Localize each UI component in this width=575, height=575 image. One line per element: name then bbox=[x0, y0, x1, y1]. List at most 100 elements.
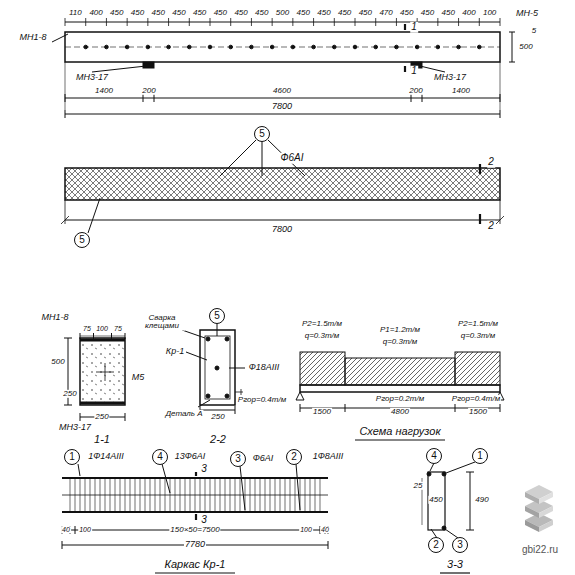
drawing-label: МН3-17 bbox=[75, 73, 109, 82]
drawing-stroke bbox=[120, 478, 121, 512]
drawing-stroke bbox=[250, 478, 251, 512]
anchor-dot bbox=[353, 45, 357, 49]
callout-circle: 4 bbox=[426, 448, 442, 464]
drawing-stroke bbox=[292, 18, 293, 26]
drawing-label: 100 bbox=[95, 325, 109, 332]
drawing-stroke bbox=[147, 18, 148, 26]
drawing-label: 4600 bbox=[272, 87, 292, 95]
drawing-label: q=0.3т/м bbox=[382, 338, 419, 346]
dimension-text: 400 bbox=[88, 9, 103, 17]
drawing-label: 200 bbox=[141, 87, 156, 95]
dimension-text: 400 bbox=[461, 9, 476, 17]
drawing-stroke bbox=[110, 478, 111, 512]
anchor-dot bbox=[415, 45, 419, 49]
callout-number: 3 bbox=[235, 454, 241, 464]
drawing-label: 1400 bbox=[451, 87, 471, 95]
drawing-stroke bbox=[180, 478, 181, 512]
drawing-label: Кр-1 bbox=[165, 347, 185, 356]
drawing-label: 1 bbox=[410, 22, 418, 33]
view-caption: Схема нагрузок bbox=[358, 426, 441, 438]
anchor-dot bbox=[208, 45, 212, 49]
anchor-dot bbox=[312, 45, 316, 49]
anchor-dot bbox=[105, 45, 109, 49]
anchor-dot bbox=[146, 45, 150, 49]
dimension-text: 450 bbox=[316, 9, 331, 17]
drawing-stroke bbox=[165, 478, 166, 512]
drawing-stroke bbox=[437, 18, 438, 26]
dimension-text: 500 bbox=[275, 9, 290, 17]
anchor-dot bbox=[332, 45, 336, 49]
dimension-text: 450 bbox=[254, 9, 269, 17]
drawing-label: 4800 bbox=[390, 408, 410, 416]
callout-number: 5 bbox=[259, 129, 265, 139]
callout-circle: 3 bbox=[230, 451, 246, 467]
anchor-dot bbox=[457, 45, 461, 49]
drawing-stroke bbox=[458, 18, 459, 26]
drawing-stroke bbox=[185, 478, 186, 512]
drawing-label: 500 bbox=[518, 43, 533, 51]
drawing-stroke bbox=[85, 478, 86, 512]
drawing-label: МН1-8 bbox=[40, 313, 69, 322]
drawing-stroke bbox=[305, 478, 306, 512]
drawing-label: 25 bbox=[413, 482, 424, 490]
drawing-stroke bbox=[479, 18, 480, 26]
drawing-stroke bbox=[260, 478, 261, 512]
dimension-text: 110 bbox=[68, 9, 83, 17]
callout-number: 1 bbox=[477, 451, 483, 461]
drawing-stroke bbox=[210, 18, 211, 26]
drawing-label: 250 bbox=[210, 413, 225, 421]
drawing-stroke bbox=[313, 18, 314, 26]
drawing-stroke bbox=[315, 478, 316, 512]
dimension-text: 450 bbox=[399, 9, 414, 17]
drawing-label: МН-5 bbox=[515, 9, 539, 18]
drawing-label: gbi22.ru bbox=[521, 545, 559, 556]
drawing-label: МН1-8 bbox=[18, 33, 47, 42]
drawing-stroke bbox=[275, 478, 276, 512]
anchor-dot bbox=[395, 45, 399, 49]
drawing-stroke bbox=[375, 18, 376, 26]
drawing-stroke bbox=[168, 18, 169, 26]
callout-circle: 5 bbox=[209, 308, 225, 324]
drawing-label: 200 bbox=[408, 87, 423, 95]
drawing-label: 40 bbox=[61, 526, 71, 533]
drawing-label: 450 bbox=[428, 496, 443, 504]
view-caption: 2-2 bbox=[209, 434, 227, 446]
anchor-dot bbox=[125, 45, 129, 49]
callout-number: 2 bbox=[291, 452, 297, 462]
drawing-stroke bbox=[127, 18, 128, 26]
dimension-text: 450 bbox=[130, 9, 145, 17]
drawing-label: 1Ф14АIII bbox=[87, 452, 125, 461]
drawing-stroke bbox=[80, 478, 81, 512]
drawing-stroke bbox=[95, 478, 96, 512]
anchor-dot bbox=[291, 45, 295, 49]
view-caption: Каркас Кр-1 bbox=[164, 559, 227, 571]
drawing-label: Деталь А bbox=[164, 410, 203, 418]
callout-circle: 4 bbox=[152, 449, 168, 465]
drawing-label: 3 bbox=[200, 515, 208, 526]
drawing-label: Р2=1.5т/м bbox=[457, 320, 499, 328]
anchor-dot bbox=[84, 45, 88, 49]
drawing-stroke bbox=[205, 478, 206, 512]
drawing-stroke bbox=[245, 478, 246, 512]
drawing-stroke bbox=[251, 18, 252, 26]
drawing-label: 1400 bbox=[94, 87, 114, 95]
drawing-stroke bbox=[160, 478, 161, 512]
drawing-stroke bbox=[240, 478, 241, 512]
drawing-label: 2 bbox=[487, 221, 495, 232]
drawing-label: Ргор=0.4т/м bbox=[237, 396, 287, 404]
drawing-stroke bbox=[155, 478, 156, 512]
drawing-stroke bbox=[255, 478, 256, 512]
drawing-stroke bbox=[175, 478, 176, 512]
anchor-dot bbox=[250, 45, 254, 49]
dimension-text: 450 bbox=[441, 9, 456, 17]
drawing-stroke bbox=[85, 18, 86, 26]
drawing-stroke bbox=[75, 478, 76, 512]
drawing-label: Р2=1.5т/м bbox=[301, 320, 343, 328]
dimension-text: 450 bbox=[151, 9, 166, 17]
dimension-text: 450 bbox=[109, 9, 124, 17]
drawing-label: Р1=1.2т/м bbox=[379, 326, 421, 334]
drawing-label: 500 bbox=[50, 358, 65, 366]
callout-number: 3 bbox=[457, 540, 463, 550]
dimension-text: 450 bbox=[296, 9, 311, 17]
drawing-stroke bbox=[65, 18, 66, 26]
